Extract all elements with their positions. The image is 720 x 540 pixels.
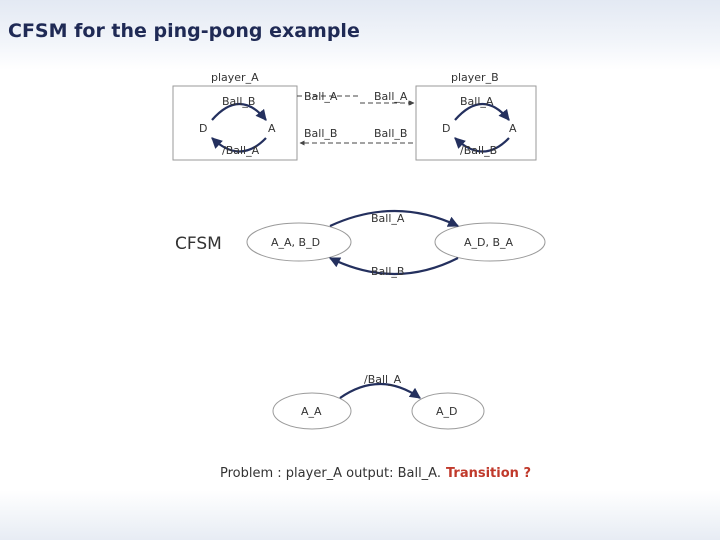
player-b-label: player_B [451, 71, 499, 84]
player-b-machine: player_B Ball_A /Ball_B D A [415, 71, 537, 161]
slide-title: CFSM for the ping-pong example [8, 20, 360, 42]
channel-bottom-right-label: Ball_B [374, 127, 407, 140]
player-a-state-a: A [268, 122, 276, 135]
partial-transition-label: /Ball_A [364, 373, 402, 386]
partial-arc [339, 382, 421, 399]
cfsm-state-left-label: A_A, B_D [271, 236, 320, 249]
cfsm-top-transition: Ball_A [371, 212, 405, 225]
player-b-bottom-transition: /Ball_B [460, 144, 497, 157]
bottom-band [0, 490, 720, 540]
player-a-label: player_A [211, 71, 259, 84]
player-b-top-arc [454, 103, 510, 121]
problem-note: Problem : player_A output: Ball_A. Transi… [220, 466, 531, 481]
partial-state-right [411, 392, 485, 430]
player-a-bottom-arc [211, 137, 267, 153]
player-b-bottom-arc [454, 137, 510, 153]
player-b-top-transition: Ball_A [460, 95, 494, 108]
cfsm-heading: CFSM [175, 234, 222, 254]
channel-bottom-left-label: Ball_B [304, 127, 337, 140]
partial-state-right-label: A_D [436, 405, 458, 418]
player-a-state-d: D [199, 122, 207, 135]
cfsm-bottom-arc [329, 257, 459, 276]
player-a-bottom-transition: /Ball_A [222, 144, 260, 157]
cfsm-state-left [246, 222, 352, 262]
player-a-box [172, 85, 298, 161]
player-b-state-d: D [442, 122, 450, 135]
player-a-machine: player_A Ball_B /Ball_A D A [172, 71, 298, 161]
channel-top-left-label: Ball_A [304, 90, 338, 103]
problem-highlight: Transition ? [446, 466, 531, 481]
partial-transition: A_A A_D /Ball_A [272, 373, 485, 430]
cfsm-state-right-label: A_D, B_A [464, 236, 514, 249]
cfsm-state-right [434, 222, 546, 262]
channel-top-right-label: Ball_A [374, 90, 408, 103]
channels: Ball_A Ball_A Ball_B Ball_B [297, 90, 414, 146]
title-band [0, 0, 720, 70]
partial-state-left [272, 392, 352, 430]
channel-ball-a-arrow [297, 95, 413, 103]
player-b-box [415, 85, 537, 161]
partial-state-left-label: A_A [301, 405, 322, 418]
player-a-top-transition: Ball_B [222, 95, 255, 108]
player-a-top-arc [211, 103, 267, 121]
player-b-state-a: A [509, 122, 517, 135]
cfsm-top-arc [329, 209, 459, 227]
problem-text: Problem : player_A output: Ball_A. [220, 466, 441, 481]
cfsm-bottom-transition: Ball_B [371, 265, 404, 278]
cfsm-composite: CFSM A_A, B_D A_D, B_A Ball_A Ball_B [175, 209, 546, 278]
